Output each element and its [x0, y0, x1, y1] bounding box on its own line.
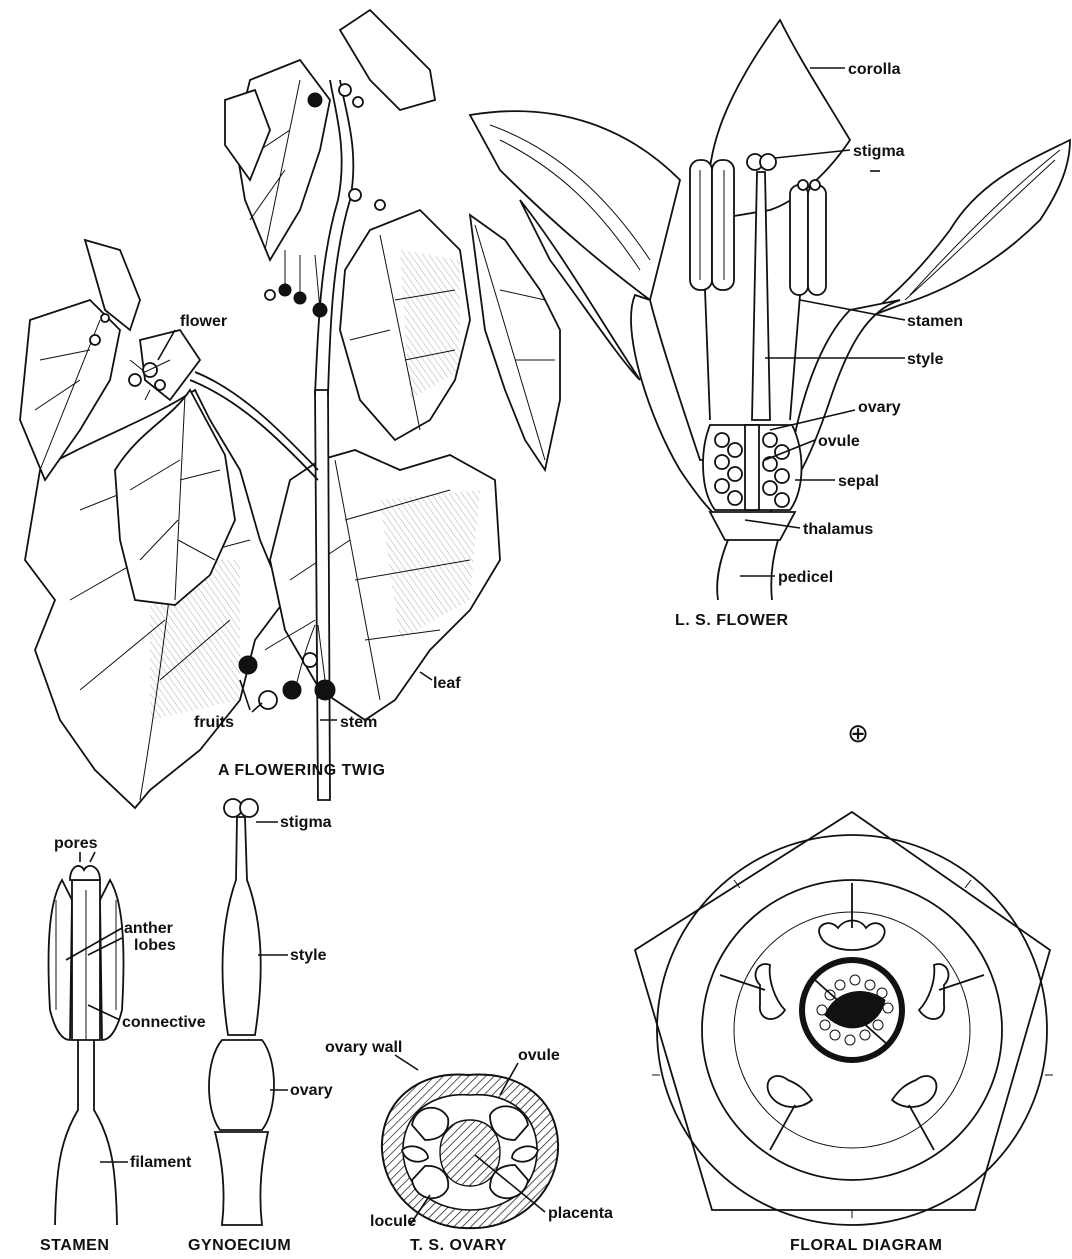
label-gyn-ovary: ovary: [290, 1082, 333, 1099]
ts-ovary-drawing: ovary wall ovule locule placenta T. S. O…: [325, 1039, 613, 1254]
label-pedicel: pedicel: [778, 569, 833, 586]
caption-stamen: STAMEN: [40, 1237, 109, 1254]
caption-ts-ovary: T. S. OVARY: [410, 1237, 507, 1254]
gyn-base: [215, 1132, 268, 1225]
label-ovary: ovary: [858, 399, 901, 416]
gyn-ovary: [209, 1040, 274, 1130]
caption-flowering-twig: A FLOWERING TWIG: [218, 762, 385, 779]
gynoecium-drawing: stigma style ovary GYNOECIUM: [188, 799, 333, 1254]
label-stigma: stigma: [853, 143, 905, 160]
stamen-drawing: pores anther lobes connective filament S…: [40, 835, 206, 1254]
label-gyn-stigma: stigma: [280, 814, 332, 831]
label-fruits: fruits: [194, 714, 234, 731]
label-sepal: sepal: [838, 473, 879, 490]
ls-pedicel: [717, 540, 778, 600]
caption-floral-diagram: FLORAL DIAGRAM: [790, 1237, 942, 1254]
label-leaf: leaf: [433, 675, 461, 692]
label-locule: locule: [370, 1213, 416, 1230]
label-ovule: ovule: [818, 433, 860, 450]
label-pores: pores: [54, 835, 98, 852]
label-filament: filament: [130, 1154, 192, 1171]
twig-stem: [315, 390, 330, 800]
caption-gynoecium: GYNOECIUM: [188, 1237, 291, 1254]
label-placenta: placenta: [548, 1205, 613, 1222]
stamen-pores: [70, 866, 100, 880]
label-gyn-style: style: [290, 947, 327, 964]
label-stem: stem: [340, 714, 377, 731]
label-flower: flower: [180, 313, 227, 330]
label-stamen: stamen: [907, 313, 963, 330]
ts-placenta: [440, 1120, 500, 1186]
stamen-anther: [49, 880, 73, 1040]
caption-ls-flower: L. S. FLOWER: [675, 612, 789, 629]
label-ts-ovule: ovule: [518, 1047, 560, 1064]
ls-corolla-lobe: [860, 140, 1070, 320]
twig-leaf: [340, 10, 435, 110]
stamen-filament: [55, 1040, 117, 1225]
label-style: style: [907, 351, 944, 368]
label-thalamus: thalamus: [803, 521, 873, 538]
label-lobes: lobes: [134, 937, 176, 954]
label-connective: connective: [122, 1014, 206, 1031]
label-corolla: corolla: [848, 61, 901, 78]
gyn-style: [222, 817, 260, 1035]
floral-diagram: ⊕: [635, 719, 1053, 1254]
actinomorphic-symbol: ⊕: [847, 719, 869, 749]
ls-flower: corolla stigma stamen style ovary ovule …: [470, 20, 1070, 629]
label-ovary-wall: ovary wall: [325, 1039, 402, 1056]
label-anther: anther: [124, 920, 173, 937]
